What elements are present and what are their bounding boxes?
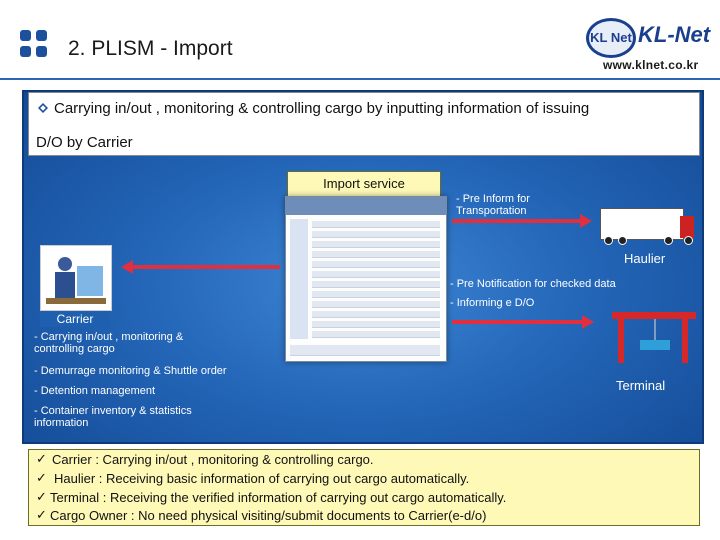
screenshot-row xyxy=(312,331,440,338)
screenshot-row xyxy=(312,291,440,298)
screenshot-titlebar xyxy=(286,197,446,215)
headline-line-1: Carrying in/out , monitoring & controlli… xyxy=(38,100,589,117)
arrow-right-icon xyxy=(580,214,592,228)
carrier-item: - Demurrage monitoring & Shuttle order xyxy=(34,365,227,377)
carrier-label: Carrier xyxy=(40,311,110,327)
check-icon: ✓ xyxy=(36,451,47,466)
screenshot-row xyxy=(290,345,440,356)
terminal-note-2: - Informing e D/O xyxy=(450,297,535,309)
logo-text: KL-Net xyxy=(638,22,711,47)
header-divider xyxy=(0,78,720,80)
check-icon: ✓ xyxy=(36,489,47,504)
slide-title: 2. PLISM - Import xyxy=(68,37,233,60)
terminal-note-1: - Pre Notification for checked data xyxy=(450,278,616,290)
terminal-label: Terminal xyxy=(616,378,666,393)
carrier-person-icon xyxy=(40,245,112,311)
screenshot-row xyxy=(312,251,440,258)
screenshot-row xyxy=(312,271,440,278)
arrow-to-carrier-line xyxy=(132,265,280,269)
screenshot-row xyxy=(312,281,440,288)
carrier-item: - Detention management xyxy=(34,385,156,397)
headline-text-1: Carrying in/out , monitoring & controlli… xyxy=(54,100,590,117)
crane-icon xyxy=(612,312,696,363)
arrow-right-icon xyxy=(582,315,594,329)
haulier-label: Haulier xyxy=(624,251,666,266)
wheel-icon xyxy=(664,236,673,245)
site-url[interactable]: www.klnet.co.kr xyxy=(603,58,699,72)
arrow-to-haulier-line xyxy=(452,219,582,223)
summary-box xyxy=(28,449,700,526)
grid-dot-icon xyxy=(20,30,31,41)
wheel-icon xyxy=(604,236,613,245)
logo-mark-text: KL Net xyxy=(590,30,632,45)
summary-line: Cargo Owner : No need physical visiting/… xyxy=(50,508,487,523)
diamond-bullet-icon xyxy=(38,100,48,113)
truck-cab-icon xyxy=(680,216,694,238)
arrow-left-icon xyxy=(121,260,133,274)
grid-dot-icon xyxy=(36,46,47,57)
summary-line: Carrier : Carrying in/out , monitoring &… xyxy=(52,452,374,467)
screenshot-row xyxy=(312,261,440,268)
screenshot-row xyxy=(312,321,440,328)
import-service-screenshot xyxy=(285,196,447,362)
wheel-icon xyxy=(618,236,627,245)
headline-box xyxy=(28,92,700,156)
haulier-note: - Pre Inform for Transportation xyxy=(456,193,530,217)
headline-line-2: D/O by Carrier xyxy=(36,134,133,151)
grid-dot-icon xyxy=(20,46,31,57)
grid-dot-icon xyxy=(36,30,47,41)
carrier-item: - Container inventory & statistics infor… xyxy=(34,405,192,429)
truck-icon xyxy=(600,208,684,240)
klnet-logo-icon: KL Net xyxy=(586,18,636,58)
screenshot-sidebar xyxy=(290,219,308,339)
summary-line: Terminal : Receiving the verified inform… xyxy=(50,490,507,505)
screenshot-row xyxy=(312,221,440,228)
wheel-icon xyxy=(684,236,693,245)
import-service-label: Import service xyxy=(287,171,441,197)
summary-line: Haulier : Receiving basic information of… xyxy=(54,471,470,486)
screenshot-row xyxy=(312,241,440,248)
arrow-to-terminal-line xyxy=(452,320,584,324)
check-icon: ✓ xyxy=(36,470,47,485)
screenshot-row xyxy=(312,301,440,308)
screenshot-row xyxy=(312,231,440,238)
carrier-item: - Carrying in/out , monitoring & control… xyxy=(34,331,184,355)
check-icon: ✓ xyxy=(36,507,47,522)
screenshot-row xyxy=(312,311,440,318)
